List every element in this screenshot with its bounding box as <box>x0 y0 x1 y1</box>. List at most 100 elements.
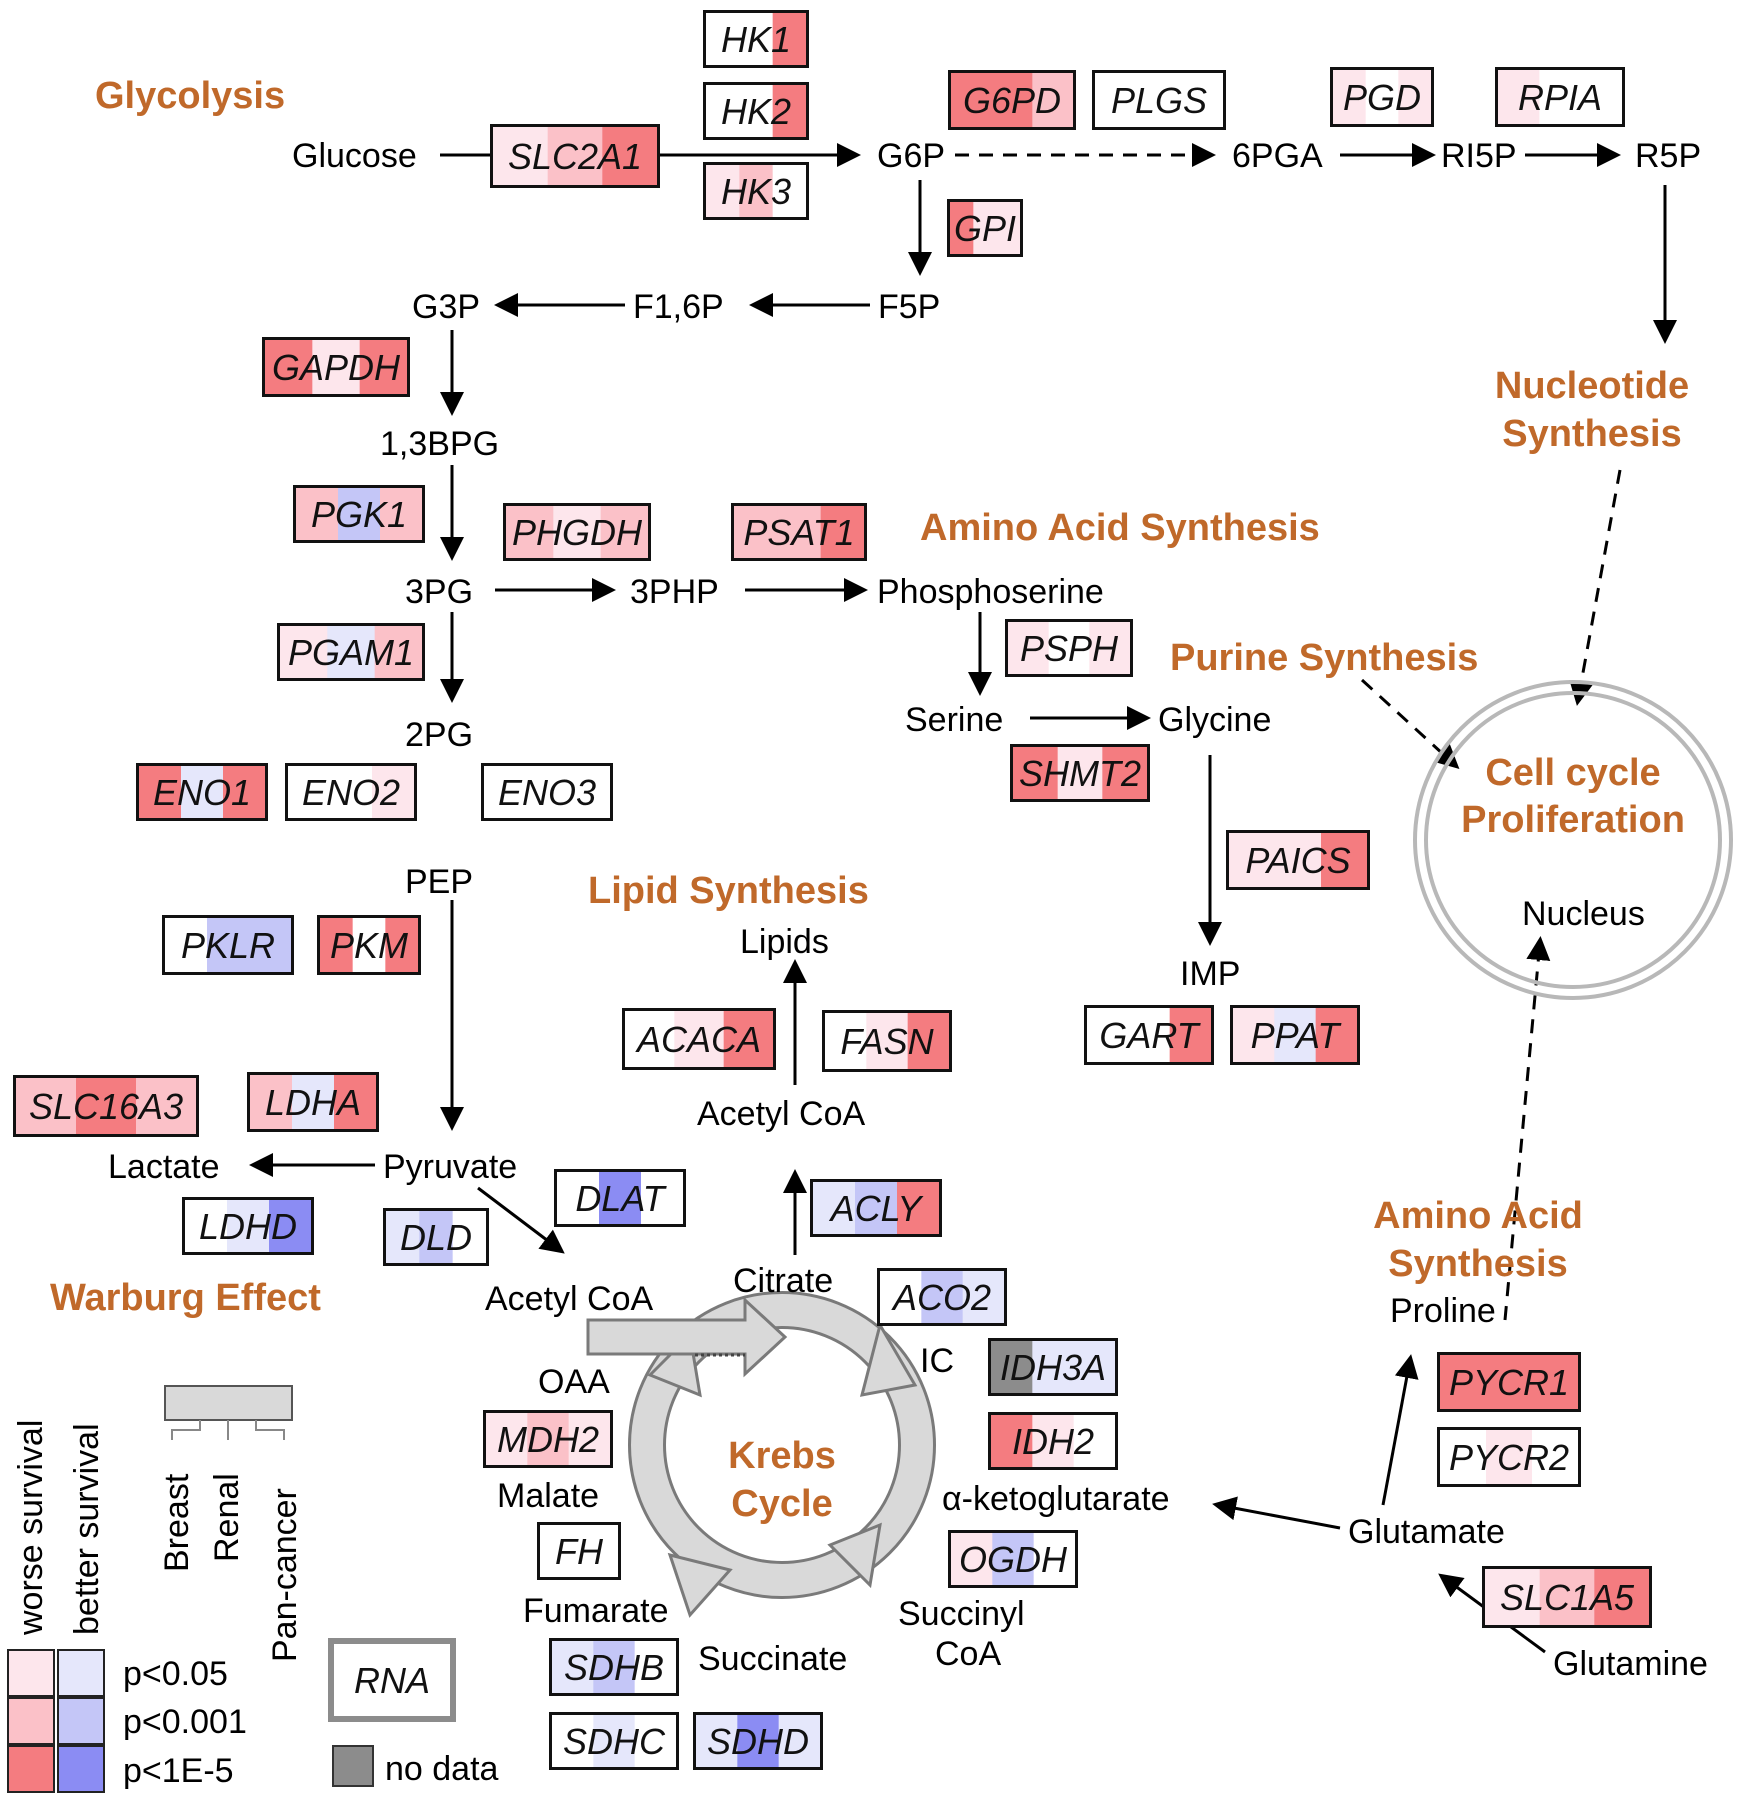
gene-cell-pkm-0 <box>320 918 354 972</box>
legend-column-brackets <box>171 1420 285 1440</box>
metabolite-g6p: G6P <box>877 137 945 175</box>
metabolite-2pg: 2PG <box>405 716 473 754</box>
gene-border-pkm <box>317 915 421 975</box>
metabolite-citrate: Citrate <box>733 1262 833 1300</box>
gene-label-pgk1: PGK1 <box>311 494 407 535</box>
gene-cell-sdhc-0 <box>552 1715 594 1767</box>
gene-label-idh3a: IDH3A <box>1000 1347 1106 1388</box>
section-glycolysis: Glycolysis <box>95 75 285 117</box>
gene-cell-ldhd-2 <box>269 1200 312 1252</box>
gene-cell-hk3-2 <box>772 165 807 217</box>
metabolite-succinate: Succinate <box>698 1640 847 1678</box>
gene-cell-pycr1-1 <box>1486 1355 1533 1409</box>
gene-box-eno3: ENO3 <box>481 763 613 821</box>
gene-box-ogdh: OGDH <box>948 1530 1078 1588</box>
section-cell-cycle-line2: Proliferation <box>1461 799 1685 841</box>
gene-cell-psat1-1 <box>777 506 822 558</box>
gene-label-idh2: IDH2 <box>1012 1421 1094 1462</box>
gene-box-pycr2: PYCR2 <box>1437 1427 1581 1487</box>
gene-border-gapdh <box>262 337 410 397</box>
gene-cell-g6pd-0 <box>951 73 993 127</box>
gene-cell-ogdh-1 <box>992 1533 1035 1585</box>
gene-border-dlat <box>554 1169 686 1227</box>
section-purine: Purine Synthesis <box>1170 637 1478 679</box>
gene-cell-sdhd-2 <box>778 1715 821 1767</box>
gene-cell-rpia-2 <box>1580 70 1623 124</box>
metabolite-proline: Proline <box>1390 1292 1496 1330</box>
metabolite-glutamine: Glutamine <box>1553 1645 1708 1683</box>
gene-box-phgdh: PHGDH <box>503 503 651 561</box>
gene-cell-plgs-1 <box>1137 73 1181 127</box>
gene-cell-pycr2-2 <box>1532 1430 1579 1484</box>
legend-p-005: p<0.05 <box>123 1655 228 1693</box>
gene-label-plgs: PLGS <box>1111 80 1207 121</box>
gene-cell-gpi-1 <box>973 202 998 254</box>
metabolite-imp: IMP <box>1180 955 1240 993</box>
gene-cell-pycr1-2 <box>1532 1355 1579 1409</box>
metabolite-coa: CoA <box>935 1635 1001 1673</box>
gene-cell-sdhb-2 <box>634 1641 677 1693</box>
gene-label-fasn: FASN <box>840 1021 934 1062</box>
gene-label-slc2a1: SLC2A1 <box>508 136 642 177</box>
gene-cell-ppat-2 <box>1315 1008 1358 1062</box>
metabolite-ri5p: RI5P <box>1441 137 1517 175</box>
gene-cell-hk2-1 <box>739 85 774 137</box>
metabolite-f16p: F1,6P <box>633 288 724 326</box>
gene-box-pgk1: PGK1 <box>293 485 425 543</box>
legend-better-survival: better survival <box>68 1423 106 1635</box>
gene-cell-sdhb-1 <box>593 1641 636 1693</box>
gene-cell-slc16a3-1 <box>76 1078 137 1134</box>
gene-cell-psat1-2 <box>820 506 865 558</box>
gene-cell-dlat-0 <box>557 1172 600 1224</box>
gene-border-gart <box>1084 1005 1214 1065</box>
gene-cell-idh3a-0 <box>991 1341 1033 1393</box>
gene-cell-dlat-2 <box>641 1172 684 1224</box>
metabolite-ic: IC <box>920 1342 954 1380</box>
gene-cell-psat1-0 <box>734 506 778 558</box>
gene-cell-hk3-1 <box>739 165 774 217</box>
gene-cell-pycr2-0 <box>1440 1430 1487 1484</box>
gene-box-pklr: PKLR <box>162 915 294 975</box>
gene-label-eno2: ENO2 <box>302 772 400 813</box>
gene-cell-mdh2-2 <box>568 1413 611 1465</box>
gene-label-pycr1: PYCR1 <box>1449 1362 1569 1403</box>
gene-cell-fh-1 <box>566 1525 593 1577</box>
gene-cell-dld-1 <box>419 1211 454 1263</box>
gene-cell-fh-2 <box>592 1525 619 1577</box>
gene-border-eno2 <box>285 763 417 821</box>
gene-cell-plgs-2 <box>1180 73 1224 127</box>
metabolite-lipids: Lipids <box>740 923 829 961</box>
gene-box-dlat: DLAT <box>554 1169 686 1227</box>
section-amino-acid2-line2: Synthesis <box>1388 1243 1568 1285</box>
gene-cell-eno1-0 <box>139 766 182 818</box>
gene-cell-slc2a1-2 <box>602 127 658 185</box>
gene-box-fh: FH <box>537 1522 621 1580</box>
metabolite-phosphoserine: Phosphoserine <box>877 573 1104 611</box>
legend-swatch-w3 <box>7 1745 55 1793</box>
gene-label-dld: DLD <box>400 1217 472 1258</box>
gene-cell-acly-0 <box>813 1182 856 1234</box>
gene-cell-g6pd-1 <box>991 73 1033 127</box>
gene-cell-gpi-0 <box>950 202 974 254</box>
gene-box-idh2: IDH2 <box>988 1412 1118 1470</box>
gene-cell-shmt2-1 <box>1057 747 1103 799</box>
gene-cell-psph-1 <box>1048 622 1090 674</box>
section-cell-cycle-line1: Cell cycle <box>1485 752 1660 794</box>
gene-cell-ldha-2 <box>334 1075 377 1129</box>
metabolite-malate: Malate <box>497 1477 599 1515</box>
gene-cell-fasn-1 <box>866 1013 909 1069</box>
gene-label-fh: FH <box>555 1531 604 1572</box>
gene-border-pklr <box>162 915 294 975</box>
legend-rna: RNA <box>354 1660 430 1701</box>
section-warburg: Warburg Effect <box>50 1277 321 1319</box>
section-amino-acid: Amino Acid Synthesis <box>920 507 1320 549</box>
gene-cell-ldha-0 <box>250 1075 293 1129</box>
gene-border-slc16a3 <box>13 1075 199 1137</box>
gene-cell-ppat-1 <box>1274 1008 1317 1062</box>
section-nucleotide-line2: Synthesis <box>1502 413 1682 455</box>
gene-box-pgam1: PGAM1 <box>277 623 425 681</box>
metabolite-f5p: F5P <box>878 288 940 326</box>
metabolite-fumarate: Fumarate <box>523 1592 669 1630</box>
gene-box-sdhb: SDHB <box>549 1638 679 1696</box>
gene-box-acaca: ACACA <box>622 1008 776 1070</box>
